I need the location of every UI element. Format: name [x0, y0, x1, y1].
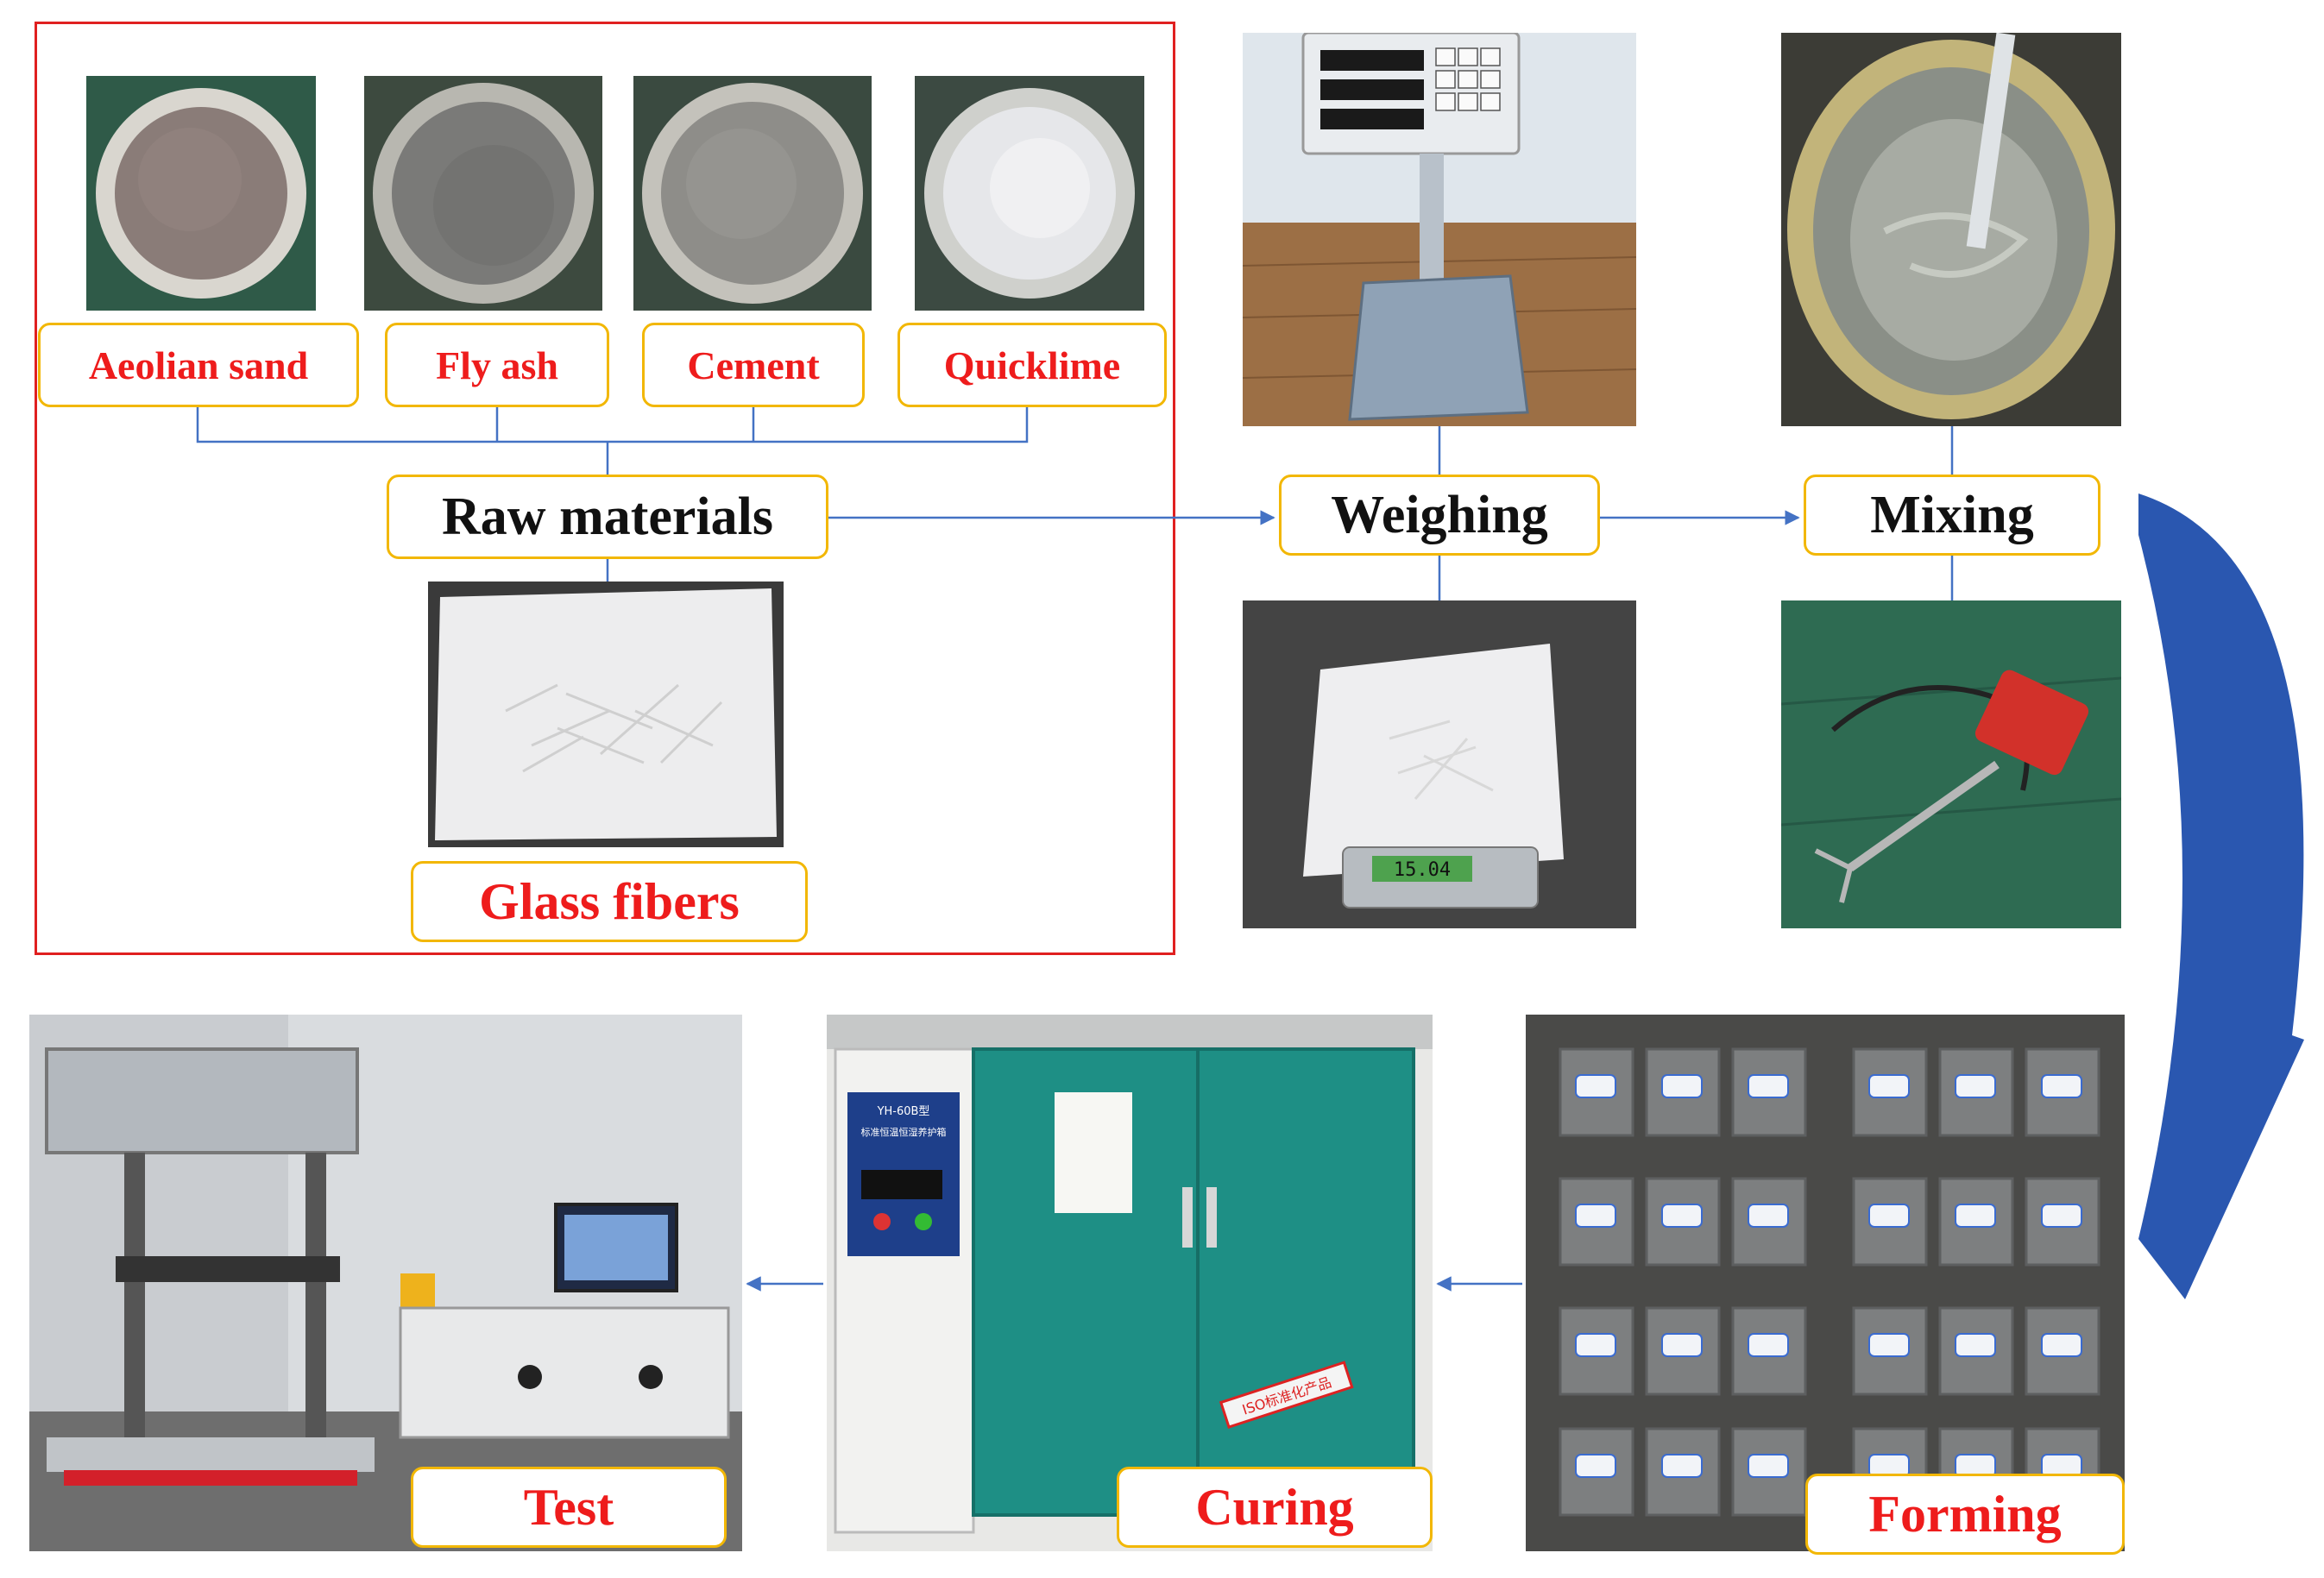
label-aeolian-sand: Aeolian sand: [38, 323, 359, 407]
label-fly-ash: Fly ash: [385, 323, 609, 407]
specimen-tag: [1955, 1074, 1996, 1098]
specimen-cube: [2025, 1047, 2100, 1137]
cabinet-name-text: 标准恒温恒湿养护箱: [861, 1126, 947, 1138]
label-weighing: Weighing: [1279, 475, 1600, 556]
specimen-tag: [1748, 1204, 1789, 1228]
photo-testing-machine: [29, 1015, 742, 1551]
photo-platform-scale: [1243, 33, 1636, 426]
photo-hand-mixer: [1781, 600, 2121, 928]
specimen-tag: [1661, 1333, 1703, 1357]
label-test: Test: [411, 1467, 727, 1548]
specimen-tag: [1868, 1333, 1910, 1357]
specimen-cube: [1559, 1427, 1634, 1517]
photo-fly-ash: [364, 76, 602, 311]
specimen-cube: [1852, 1306, 1928, 1396]
specimen-tag: [1575, 1204, 1616, 1228]
curved-arrow-mixing-to-forming: [2138, 494, 2304, 1299]
specimen-tag: [1575, 1454, 1616, 1478]
label-glass-fibers: Glass fibers: [411, 861, 808, 942]
specimen-tag: [2041, 1333, 2082, 1357]
specimen-tag: [1748, 1454, 1789, 1478]
photo-curing-cabinet: YH-60B型 标准恒温恒湿养护箱 ISO标准化产品: [827, 1015, 1433, 1551]
photo-glass-fibers: [428, 582, 784, 847]
specimen-tag: [2041, 1074, 2082, 1098]
label-quicklime: Quicklime: [897, 323, 1167, 407]
photo-cement: [633, 76, 872, 311]
balance-readout: 15.04: [1394, 859, 1451, 881]
specimen-cube: [1645, 1047, 1721, 1137]
specimen-tag: [1748, 1074, 1789, 1098]
specimen-tag: [1661, 1204, 1703, 1228]
label-mixing: Mixing: [1804, 475, 2100, 556]
specimen-tag: [1575, 1333, 1616, 1357]
photo-mixing-bucket: [1781, 33, 2121, 426]
specimen-tag: [1868, 1074, 1910, 1098]
photo-quicklime: [915, 76, 1144, 311]
cabinet-model-text: YH-60B型: [877, 1105, 930, 1118]
specimen-tag: [1575, 1074, 1616, 1098]
label-forming: Forming: [1805, 1474, 2125, 1555]
label-cement: Cement: [642, 323, 865, 407]
photo-aeolian-sand: [86, 76, 316, 311]
specimen-cube: [1645, 1427, 1721, 1517]
specimen-cube: [1559, 1177, 1634, 1267]
specimen-tag: [1955, 1333, 1996, 1357]
label-curing: Curing: [1117, 1467, 1433, 1548]
photo-formed-specimens: [1526, 1015, 2125, 1551]
photo-electronic-balance: 15.04: [1243, 600, 1636, 928]
raw-materials-frame: [35, 22, 1175, 955]
label-raw-materials: Raw materials: [387, 475, 828, 559]
specimen-tag: [1661, 1454, 1703, 1478]
specimen-tag: [1661, 1074, 1703, 1098]
specimen-tag: [2041, 1204, 2082, 1228]
specimen-tag: [1955, 1204, 1996, 1228]
specimen-tag: [1868, 1204, 1910, 1228]
specimen-tag: [1748, 1333, 1789, 1357]
